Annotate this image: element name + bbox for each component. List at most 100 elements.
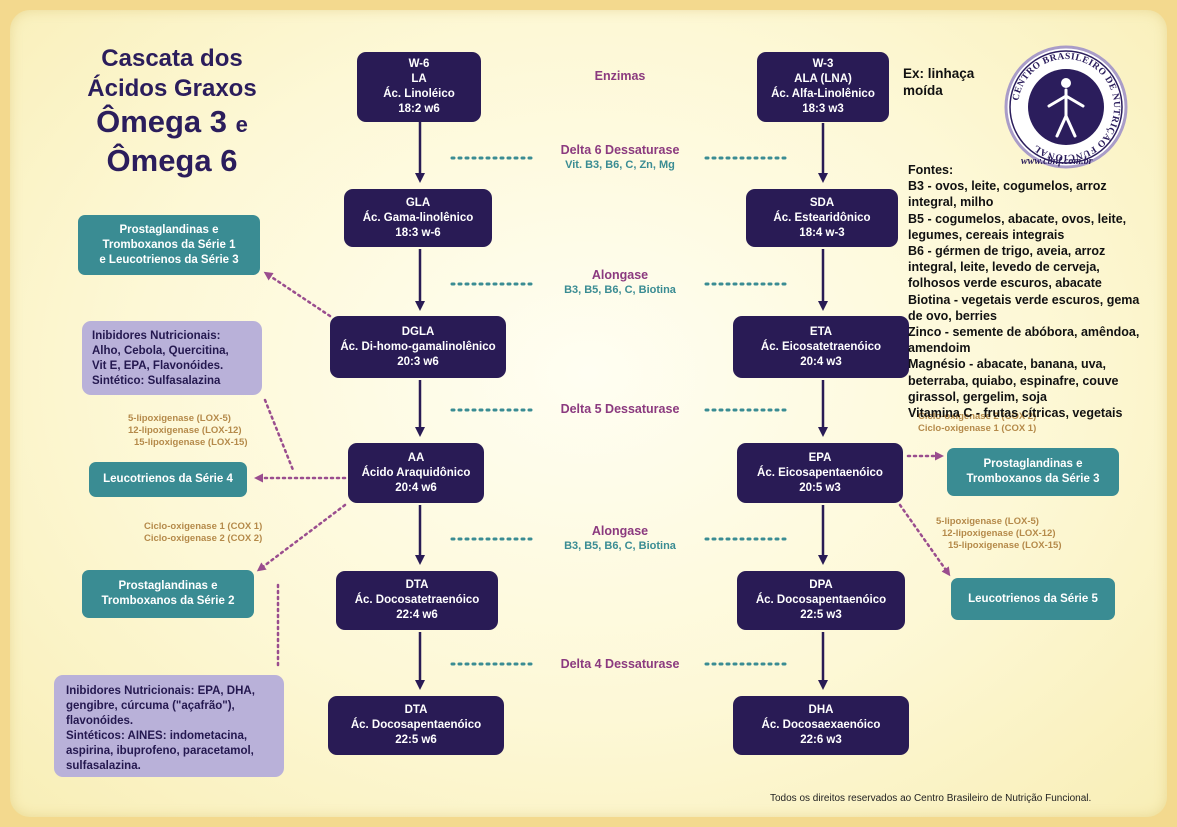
inhibitors-box-2-l2: gengibre, cúrcuma ("açafrão"), <box>66 700 235 712</box>
cox-left-list: Ciclo-oxigenase 1 (COX 1) Ciclo-oxigenas… <box>134 521 262 545</box>
sources-list: Fontes: B3 - ovos, leite, cogumelos, arr… <box>908 162 1139 421</box>
box-pg-series1-l1: Prostaglandinas e <box>119 223 219 236</box>
node-w3-ala: W-3 ALA (LNA) Ác. Alfa-Linolênico 18:3 w… <box>757 52 889 122</box>
node-w6-dgla-l2: Ác. Di-homo-gamalinolênico <box>340 340 496 353</box>
node-w3-ala-l2: ALA (LNA) <box>794 73 852 85</box>
node-w3-dpa-l3: 22:5 w3 <box>800 609 842 621</box>
cox-left-l2: Ciclo-oxigenase 2 (COX 2) <box>144 533 263 544</box>
enzyme-elongase-2: Alongase B3, B5, B6, C, Biotina <box>530 524 710 553</box>
example-note: Ex: linhaça moída <box>903 65 974 99</box>
example-note-l2: moída <box>903 83 943 98</box>
node-w3-eta-l2: Ác. Eicosatetraenóico <box>760 340 882 353</box>
node-w6-aa: AA Ácido Araquidônico 20:4 w6 <box>348 443 484 503</box>
node-w6-la-l2: LA <box>411 73 427 85</box>
inhibitors-box-1-l4: Sintético: Sulfasalazina <box>92 375 221 387</box>
cbnf-logo: CENTRO BRASILEIRO DE NUTRIÇÃO FUNCIONAL … <box>1003 44 1129 174</box>
node-w3-dpa: DPA Ác. Docosapentaenóico 22:5 w3 <box>737 571 905 630</box>
node-w6-dpa-l3: 22:5 w6 <box>395 734 437 746</box>
title-line-4: Ômega 6 <box>106 143 238 178</box>
footer-copyright: Todos os direitos reservados ao Centro B… <box>770 793 1092 804</box>
box-pg-series1-l3: e Leucotrienos da Série 3 <box>99 253 239 266</box>
sources-l6: B6 - gérmen de trigo, aveia, arroz <box>908 244 1106 259</box>
box-pg-series1-l2: Tromboxanos da Série 1 <box>102 238 236 251</box>
node-w6-gla-l3: 18:3 w-6 <box>395 226 441 239</box>
node-w3-ala-l3: Ác. Alfa-Linolênico <box>771 88 875 100</box>
box-pg-series3-l2: Tromboxanos da Série 3 <box>966 473 1100 485</box>
title-line-2: Ácidos Graxos <box>87 75 257 102</box>
node-w3-eta-l1: ETA <box>809 325 833 338</box>
example-note-l1: Ex: linhaça <box>903 66 975 81</box>
sources-l3: integral, milho <box>908 195 994 210</box>
node-w6-dgla: DGLA Ác. Di-homo-gamalinolênico 20:3 w6 <box>330 316 506 378</box>
enzyme-delta4: Delta 4 Dessaturase <box>530 657 710 672</box>
box-pg-series2-l1: Prostaglandinas e <box>118 580 218 592</box>
node-w3-dha-l1: DHA <box>808 704 834 716</box>
enzyme-elongase-2-name: Alongase <box>591 524 649 538</box>
arrow-aa-to-pg2 <box>256 503 347 572</box>
node-w3-epa-l2: Ác. Eicosapentaenóico <box>757 466 883 479</box>
box-pg-series3: Prostaglandinas e Tromboxanos da Série 3 <box>947 448 1119 496</box>
inhibitors-box-2: Inibidores Nutricionais: EPA, DHA, gengi… <box>54 675 284 777</box>
node-w3-dha-l2: Ác. Docosaexaenóico <box>761 719 881 731</box>
node-w6-gla-l2: Ác. Gama-linolênico <box>362 211 474 224</box>
node-w6-dta-l2: Ác. Docosatetraenóico <box>354 594 480 606</box>
sources-l8: folhosos verde escuros, abacate <box>908 276 1102 291</box>
node-w3-sda: SDA Ác. Estearidônico 18:4 w-3 <box>746 189 898 247</box>
box-leuco-series5: Leucotrienos da Série 5 <box>951 578 1115 620</box>
node-w3-dpa-l2: Ác. Docosapentaenóico <box>755 594 887 606</box>
node-w6-dta: DTA Ác. Docosatetraenóico 22:4 w6 <box>336 571 498 630</box>
node-w3-epa-l1: EPA <box>808 451 832 464</box>
inhibitors-box-2-l5: aspirina, ibuprofeno, paracetamol, <box>66 745 254 757</box>
title-omega3: Ômega 3 <box>96 104 228 139</box>
lox-right-l3: 15-lipoxigenase (LOX-15) <box>948 540 1062 551</box>
node-w6-aa-l1: AA <box>407 451 425 464</box>
sources-l9: Biotina - vegetais verde escuros, gema <box>908 292 1140 307</box>
node-w6-dta-l1: DTA <box>405 579 429 591</box>
node-w6-dpa: DTA Ác. Docosapentaenóico 22:5 w6 <box>328 696 504 755</box>
box-leuco-series4-l1: Leucotrienos da Série 4 <box>103 473 233 485</box>
lox-left-l3: 15-lipoxigenase (LOX-15) <box>134 437 248 448</box>
dotted-inhib1 <box>263 398 295 472</box>
sources-l13: Magnésio - abacate, banana, uva, <box>908 357 1106 372</box>
node-w6-aa-l3: 20:4 w6 <box>395 481 437 494</box>
box-pg-series3-l1: Prostaglandinas e <box>983 458 1083 470</box>
node-w3-epa: EPA Ác. Eicosapentaenóico 20:5 w3 <box>737 443 903 503</box>
cox-right-l2: Ciclo-oxigenase 1 (COX 1) <box>918 423 1037 434</box>
node-w3-sda-l3: 18:4 w-3 <box>799 226 845 239</box>
lox-right-list: 5-lipoxigenase (LOX-5) 12-lipoxigenase (… <box>936 516 1062 552</box>
lox-left-l1: 5-lipoxigenase (LOX-5) <box>128 413 231 424</box>
lox-left-list: 5-lipoxigenase (LOX-5) 12-lipoxigenase (… <box>128 413 248 449</box>
sources-l14: beterraba, quiabo, espinafre, couve <box>908 373 1119 388</box>
sources-l5: legumes, cereais integrais <box>908 227 1065 242</box>
node-w6-aa-l2: Ácido Araquidônico <box>361 466 471 479</box>
box-leuco-series4: Leucotrienos da Série 4 <box>89 462 247 497</box>
node-w3-eta-l3: 20:4 w3 <box>800 355 842 368</box>
sources-l10: de ovo, berries <box>908 308 997 323</box>
node-w6-dpa-l1: DTA <box>404 704 428 716</box>
logo-url: www.cbnf.com.br <box>1021 156 1093 167</box>
enzyme-delta4-name: Delta 4 Dessaturase <box>560 657 680 671</box>
node-w3-dha: DHA Ác. Docosaexaenóico 22:6 w3 <box>733 696 909 755</box>
cbnf-seal-icon: CENTRO BRASILEIRO DE NUTRIÇÃO FUNCIONAL <box>1004 45 1128 169</box>
inhibitors-box-2-l4: Sintéticos: AINES: indometacina, <box>66 730 248 742</box>
box-leuco-series5-l1: Leucotrienos da Série 5 <box>968 592 1098 605</box>
enzyme-elongase-1-cofactors: B3, B5, B6, C, Biotina <box>564 284 676 296</box>
node-w6-la: W-6 LA Ác. Linoléico 18:2 w6 <box>357 52 481 122</box>
enzyme-elongase-1: Alongase B3, B5, B6, C, Biotina <box>530 268 710 297</box>
node-w6-dgla-l3: 20:3 w6 <box>397 355 439 368</box>
arrow-epa-to-leuco5 <box>898 503 951 577</box>
enzymes-header: Enzimas <box>540 69 700 84</box>
title-line-1: Cascata dos <box>101 45 243 72</box>
inhibitors-box-1: Inibidores Nutricionais: Alho, Cebola, Q… <box>82 321 262 395</box>
arrow-dgla-to-pg1 <box>263 271 332 318</box>
node-w3-dpa-l1: DPA <box>809 579 833 591</box>
poster-title: Cascata dos Ácidos Graxos Ômega 3 e Ômeg… <box>60 44 284 179</box>
box-pg-series2: Prostaglandinas e Tromboxanos da Série 2 <box>82 570 254 618</box>
cox-left-l1: Ciclo-oxigenase 1 (COX 1) <box>144 521 263 532</box>
node-w3-ala-l4: 18:3 w3 <box>802 103 844 115</box>
node-w3-epa-l3: 20:5 w3 <box>799 481 841 494</box>
enzyme-delta5-name: Delta 5 Dessaturase <box>560 402 680 416</box>
enzymes-header-text: Enzimas <box>594 69 646 83</box>
node-w3-eta: ETA Ác. Eicosatetraenóico 20:4 w3 <box>733 316 909 378</box>
